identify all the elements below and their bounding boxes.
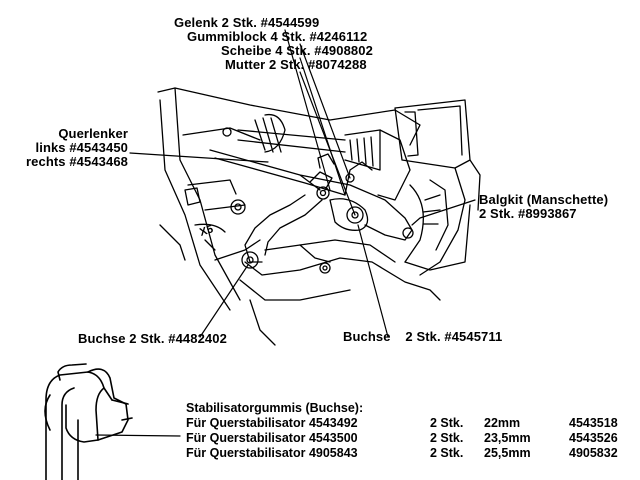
label-gelenk: Gelenk 2 Stk. #4544599 bbox=[174, 15, 320, 30]
drive-shaft bbox=[237, 113, 381, 171]
row-size: 23,5mm bbox=[484, 431, 531, 445]
row-article: 4905832 bbox=[569, 446, 618, 460]
label-balgkit-number: 2 Stk. #8993867 bbox=[479, 206, 577, 221]
label-mutter: Mutter 2 Stk. #8074288 bbox=[225, 57, 367, 72]
row-article: 4543526 bbox=[569, 431, 618, 445]
label-buchse-right: Buchse 2 Stk. #4545711 bbox=[343, 329, 503, 344]
label-querlenker: Querlenker links #4543450 rechts #454346… bbox=[20, 127, 128, 169]
label-balgkit: Balgkit (Manschette) 2 Stk. #8993867 bbox=[479, 193, 608, 221]
label-querlenker-title: Querlenker bbox=[58, 126, 128, 141]
table-row: Für Querstabilisator 4905843 2 Stk. 25,5… bbox=[186, 446, 618, 461]
wheel-hub bbox=[377, 99, 481, 276]
row-qty: 2 Stk. bbox=[430, 446, 464, 460]
row-size: 25,5mm bbox=[484, 446, 531, 460]
row-qty: 2 Stk. bbox=[430, 431, 464, 445]
row-name: Für Querstabilisator 4905843 bbox=[186, 446, 358, 460]
row-name: Für Querstabilisator 4543492 bbox=[186, 416, 358, 430]
label-querlenker-rechts: rechts #4543468 bbox=[26, 154, 128, 169]
table-row: Für Querstabilisator 4543500 2 Stk. 23,5… bbox=[186, 431, 618, 446]
stabilizer-bushing-detail bbox=[44, 363, 133, 480]
label-buchse-left: Buchse 2 Stk. #4482402 bbox=[78, 331, 227, 346]
lower-bracket bbox=[239, 161, 441, 346]
label-scheibe: Scheibe 4 Stk. #4908802 bbox=[221, 43, 373, 58]
label-querlenker-links: links #4543450 bbox=[35, 140, 128, 155]
stabilisator-table: Stabilisatorgummis (Buchse): Für Quersta… bbox=[186, 401, 618, 461]
leader-lines bbox=[95, 29, 476, 437]
label-balgkit-title: Balgkit (Manschette) bbox=[479, 192, 609, 207]
table-row: Für Querstabilisator 4543492 2 Stk. 22mm… bbox=[186, 416, 618, 431]
row-name: Für Querstabilisator 4543500 bbox=[186, 431, 358, 445]
svg-text:X5: X5 bbox=[198, 223, 215, 239]
row-article: 4543518 bbox=[569, 416, 618, 430]
row-size: 22mm bbox=[484, 416, 521, 430]
subframe-outline: X5 bbox=[157, 87, 421, 311]
stabilisator-title: Stabilisatorgummis (Buchse): bbox=[186, 401, 364, 415]
row-qty: 2 Stk. bbox=[430, 416, 464, 430]
label-gummiblock: Gummiblock 4 Stk. #4246112 bbox=[187, 29, 368, 44]
